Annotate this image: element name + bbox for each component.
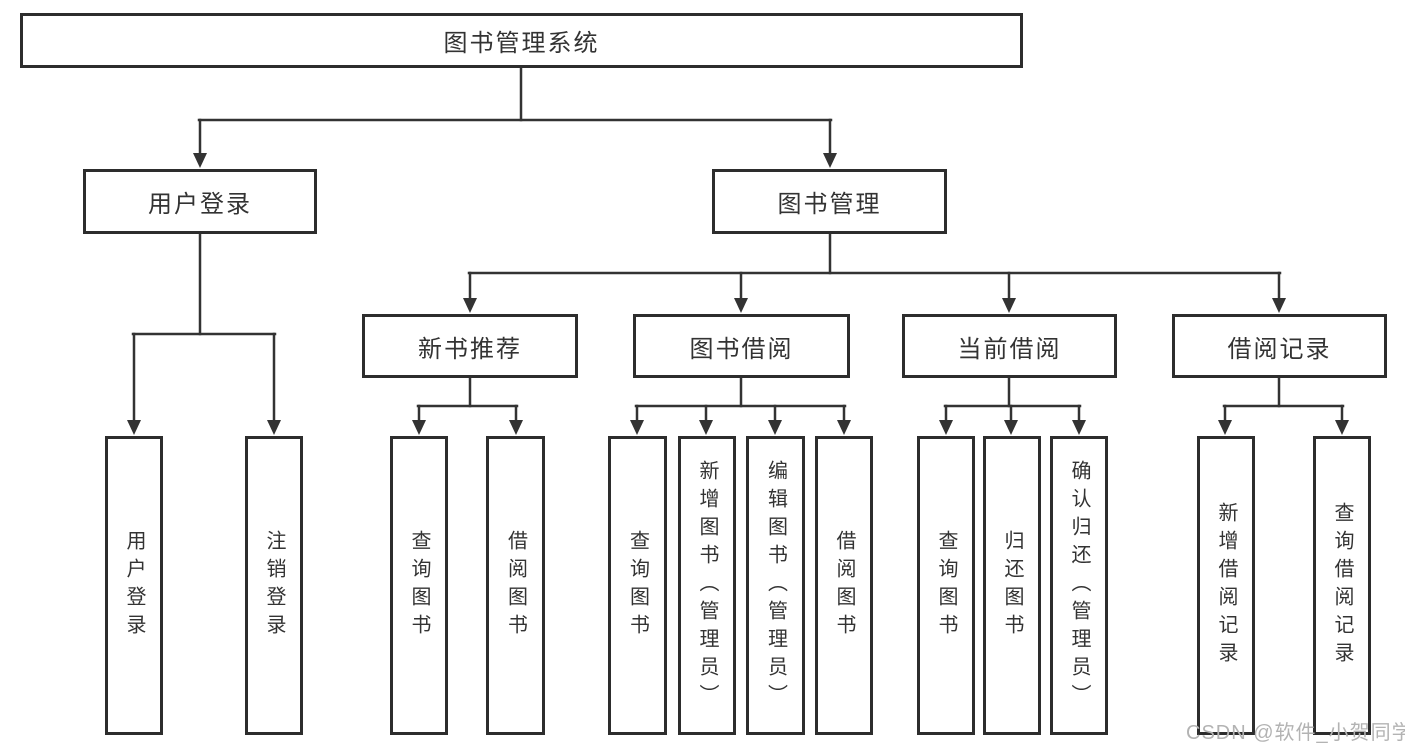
leaf-user-login-label: 用户登录 <box>123 529 145 642</box>
connector-new-book-children <box>412 376 523 435</box>
node-book-mgmt-label: 图书管理 <box>777 191 882 218</box>
connector-borrow-record-children <box>1218 376 1349 435</box>
leaf-logout: 注销登录 <box>245 436 303 735</box>
node-user-login: 用户登录 <box>83 169 317 234</box>
node-user-login-label: 用户登录 <box>148 191 252 218</box>
leaf-query-borrow-record-label: 查询借阅记录 <box>1331 501 1353 670</box>
node-new-book-rec: 新书推荐 <box>362 314 578 378</box>
csdn-watermark: CSDN @软件_小贺同学 <box>1186 722 1405 744</box>
node-root-label: 图书管理系统 <box>443 30 600 57</box>
node-borrow-record-label: 借阅记录 <box>1227 335 1332 363</box>
connector-root-to-branches <box>193 66 837 168</box>
leaf-confirm-return-admin: 确认归还（管理员） <box>1050 436 1108 735</box>
leaf-confirm-return-admin-label: 确认归还（管理员） <box>1068 459 1090 712</box>
leaf-return-book: 归还图书 <box>983 436 1041 735</box>
leaf-logout-label: 注销登录 <box>263 529 285 642</box>
node-book-borrow-label: 图书借阅 <box>689 335 794 363</box>
node-current-borrow-label: 当前借阅 <box>957 335 1062 363</box>
node-current-borrow: 当前借阅 <box>902 314 1117 378</box>
leaf-add-borrow-record-label: 新增借阅记录 <box>1215 501 1237 670</box>
leaf-query-book-1: 查询图书 <box>390 436 448 735</box>
leaf-add-book-admin: 新增图书（管理员） <box>678 436 736 735</box>
leaf-query-book-3: 查询图书 <box>917 436 975 735</box>
leaf-query-book-3-label: 查询图书 <box>935 529 957 642</box>
leaf-borrow-book-1-label: 借阅图书 <box>504 529 527 642</box>
leaf-return-book-label: 归还图书 <box>1001 529 1023 642</box>
leaf-edit-book-admin-label: 编辑图书（管理员） <box>764 459 787 712</box>
node-book-mgmt: 图书管理 <box>712 169 947 234</box>
node-new-book-rec-label: 新书推荐 <box>418 335 522 363</box>
leaf-query-book-2: 查询图书 <box>608 436 667 735</box>
connector-book-mgmt-children <box>463 232 1286 313</box>
leaf-add-book-admin-label: 新增图书（管理员） <box>696 459 718 712</box>
connector-book-borrow-children <box>630 376 851 435</box>
connector-user-login-children <box>127 232 281 435</box>
leaf-add-borrow-record: 新增借阅记录 <box>1197 436 1255 735</box>
leaf-query-borrow-record: 查询借阅记录 <box>1313 436 1371 735</box>
leaf-edit-book-admin: 编辑图书（管理员） <box>746 436 805 735</box>
leaf-user-login: 用户登录 <box>105 436 163 735</box>
node-root: 图书管理系统 <box>20 13 1023 68</box>
leaf-borrow-book-2: 借阅图书 <box>815 436 873 735</box>
leaf-query-book-2-label: 查询图书 <box>626 529 649 642</box>
node-book-borrow: 图书借阅 <box>633 314 850 378</box>
node-borrow-record: 借阅记录 <box>1172 314 1387 378</box>
leaf-borrow-book-2-label: 借阅图书 <box>833 529 855 642</box>
leaf-borrow-book-1: 借阅图书 <box>486 436 545 735</box>
connector-current-borrow-children <box>939 376 1086 435</box>
leaf-query-book-1-label: 查询图书 <box>408 529 430 642</box>
